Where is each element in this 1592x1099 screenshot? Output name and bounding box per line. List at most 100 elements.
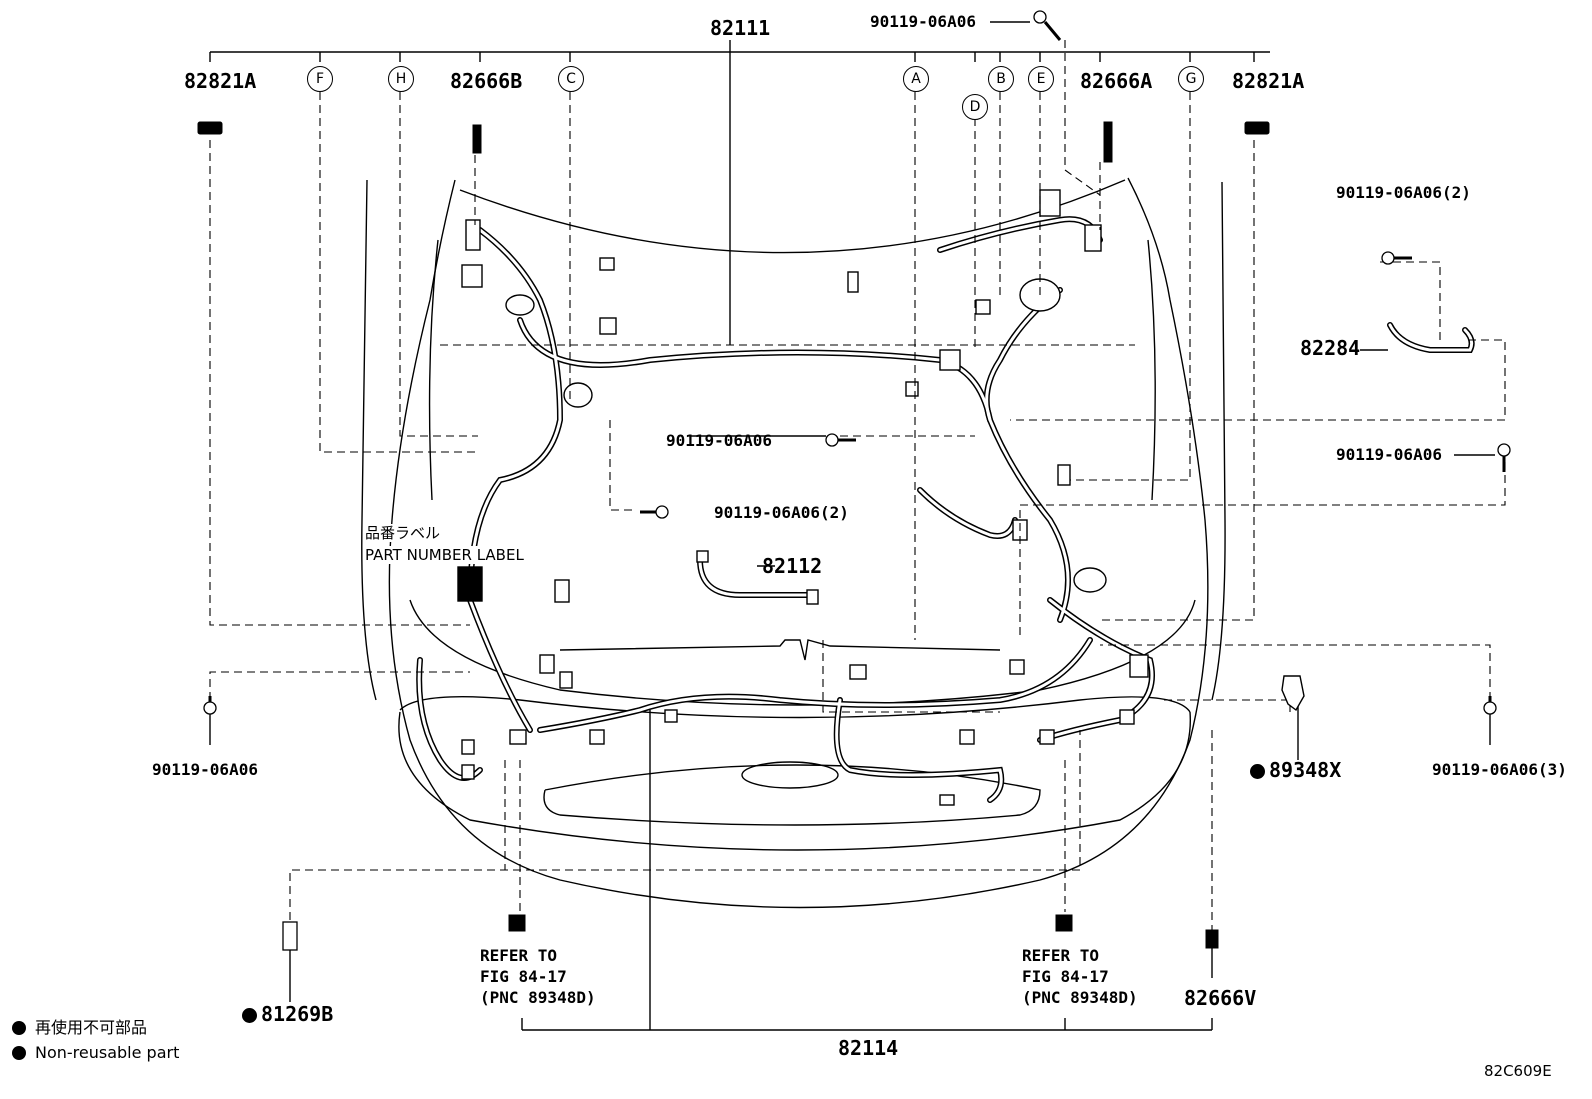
clip-81269B [282,921,298,951]
connector [461,764,475,780]
vehicle-body-outline [388,177,1209,909]
callout-90119-06A06-2-top: 90119-06A06(2) [1336,183,1471,202]
callout-82111: 82111 [710,16,771,40]
connector [461,739,475,755]
harness-front-cross [537,637,1093,733]
bracket-82111 [209,40,1270,345]
callout-82666B: 82666B [450,69,523,93]
grommet [505,294,535,316]
callout-89348X: 89348X [1250,760,1341,780]
connector-marker-a: A [903,66,929,92]
callout-82114: 82114 [838,1036,899,1060]
core-support-cutout [559,639,1001,661]
clip-82821A [1244,121,1270,135]
connector [599,257,615,271]
clip-82666A [1103,121,1113,163]
connector [1009,659,1025,675]
part-number-label-en: PART NUMBER LABEL [363,546,526,564]
hood-front-edge [459,179,1126,254]
connector-marker-h: H [388,66,414,92]
non-reusable-dot-icon [12,1021,26,1035]
callout-90119-06A06-2-center: 90119-06A06(2) [714,503,849,522]
figure-code: 82C609E [1484,1062,1552,1080]
bolt-icon [825,433,839,447]
callout-82666A: 82666A [1080,69,1153,93]
clip-82666V [1205,929,1219,949]
connector [1039,729,1055,745]
harness-lower-left [416,657,483,781]
bolt-icon [1497,443,1511,457]
connector-marker-g: G [1178,66,1204,92]
connector [939,349,961,371]
connector [1057,464,1071,486]
callout-90119-06A06-right: 90119-06A06 [1336,445,1442,464]
lower-grille [543,764,1041,826]
callout-82821A-left: 82821A [184,69,257,93]
bumper-upper [399,695,1191,719]
connector [1129,654,1149,678]
clip-82666B [472,124,482,154]
non-reusable-dot-icon [12,1046,26,1060]
connector [847,271,859,293]
legend-en: Non-reusable part [12,1043,179,1062]
harness-82284 [1387,322,1475,353]
grommet [1073,567,1107,593]
part-number-label-tag [457,566,483,602]
fender-right [1211,181,1226,701]
connector [1039,189,1061,217]
connector [696,550,709,563]
connector [461,264,483,288]
bolt-icon [1381,251,1395,265]
bolt-icon [1483,701,1497,715]
clip-89348X [1281,675,1305,712]
callout-82666V: 82666V [1184,986,1257,1010]
bumper-lower [398,711,1191,851]
connector [664,709,678,723]
connector-marker-c: C [558,66,584,92]
connector-marker-d: D [962,94,988,120]
harness-grommet-branch [917,487,1018,539]
connector [465,219,481,251]
strut-tower-left [428,239,439,501]
connector [959,729,975,745]
connector-marker-f: F [307,66,333,92]
callout-90119-06A06: 90119-06A06 [870,12,976,31]
callout-90119-06A06-3: 90119-06A06(3) [1432,760,1567,779]
callout-82821A-right: 82821A [1232,69,1305,93]
connector-marker-e: E [1028,66,1054,92]
harness-right-upper [937,216,1103,253]
non-reusable-dot-icon [1250,764,1265,779]
bracket-82114 [521,710,1213,1031]
part-number-label-jp: 品番ラベル [363,524,443,542]
emblem [741,761,839,789]
callout-90119-06A06-center: 90119-06A06 [666,431,772,450]
connector [599,317,617,335]
callout-82112: 82112 [762,554,823,578]
non-reusable-dot-icon [242,1008,257,1023]
grommet [563,382,593,408]
connector [554,579,570,603]
legend-jp: 再使用不可部品 [12,1018,147,1037]
connector [559,671,573,689]
connector [589,729,605,745]
refer-note-left: REFER TO FIG 84-17 (PNC 89348D) [480,946,596,1007]
connector [509,729,527,745]
clip [1055,914,1073,932]
callout-90119-06A06-lower-left: 90119-06A06 [152,760,258,779]
strut-tower-right [1147,239,1156,501]
connector [539,654,555,674]
bolt-icon [1033,10,1047,24]
fender-left [361,179,377,701]
connector [939,794,955,806]
connector [905,381,919,397]
callout-82284: 82284 [1300,336,1361,360]
connector [1119,709,1135,725]
connector [1084,224,1102,252]
connector-marker-b: B [988,66,1014,92]
connector [849,664,867,680]
connector [975,299,991,315]
callout-81269B: 81269B [242,1004,333,1024]
clip [508,914,526,932]
clip-82821A [197,121,223,135]
